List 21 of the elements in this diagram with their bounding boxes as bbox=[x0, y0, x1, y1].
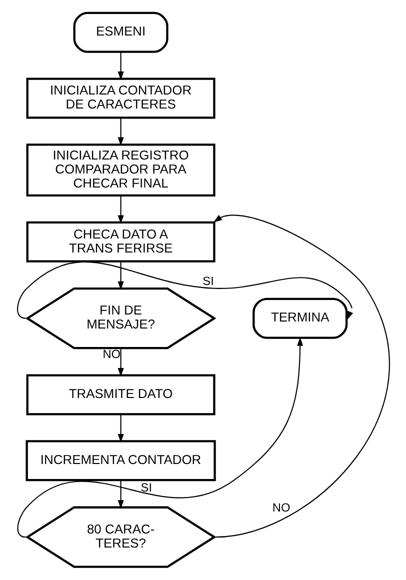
arrow bbox=[117, 196, 124, 224]
node-box: INICIALIZA REGISTRO COMPARADOR PARA CHECAR FINAL bbox=[26, 144, 215, 197]
arrow bbox=[117, 480, 124, 509]
edge-label: NO bbox=[102, 347, 120, 362]
node-box: CHECA DATO A TRANS FERIRSE bbox=[26, 221, 215, 262]
arrow bbox=[117, 52, 124, 80]
arrow bbox=[117, 118, 124, 146]
arrow bbox=[212, 214, 389, 538]
node-box: INCREMENTA CONTADOR bbox=[25, 440, 216, 482]
node-box: TRASMITE DATO bbox=[26, 374, 215, 416]
arrow bbox=[16, 261, 353, 320]
edge-label: NO bbox=[272, 500, 290, 515]
node-box: INICIALIZA CONTADOR DE CARACTERES bbox=[26, 78, 215, 119]
arrow bbox=[117, 262, 124, 290]
node-box: ESMENI bbox=[72, 12, 168, 53]
arrow bbox=[16, 337, 303, 538]
arrow bbox=[117, 414, 124, 443]
node-box: TERMINA bbox=[252, 298, 348, 339]
edge-label: SI bbox=[202, 274, 214, 288]
arrow bbox=[117, 348, 124, 377]
edge-label: SI bbox=[140, 480, 152, 494]
